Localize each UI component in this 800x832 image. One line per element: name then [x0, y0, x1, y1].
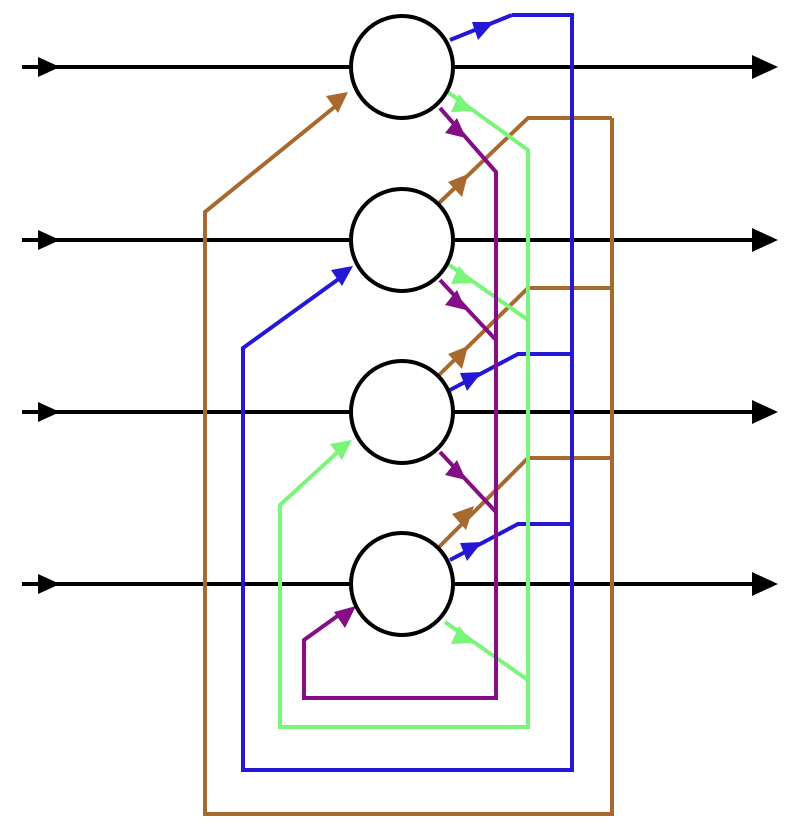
purple-arrowheads: [334, 118, 466, 628]
output-arrow-4: [752, 572, 778, 596]
blue-arrowheads: [331, 22, 494, 561]
blue-arrow-from-n4: [460, 542, 482, 561]
green-arrowheads: [330, 94, 473, 644]
purple-connections: [302, 106, 498, 700]
nodes: [349, 14, 455, 637]
brown-arrow-from-n4: [452, 506, 474, 530]
brown-arrow-into-n1: [326, 92, 348, 113]
brown-loop: [203, 103, 614, 816]
green-arrow-from-n4: [451, 626, 473, 644]
purple-arrow-from-n1: [445, 118, 466, 138]
purple-branch-2: [438, 278, 498, 342]
purple-arrow-from-n2: [445, 290, 466, 310]
node-1: [349, 14, 455, 120]
green-loop: [278, 88, 530, 729]
blue-arrow-into-n2: [331, 266, 353, 286]
input-arrow-1: [38, 57, 60, 77]
green-arrow-from-n2: [451, 266, 473, 284]
purple-loop: [302, 106, 498, 700]
node-3: [349, 359, 455, 465]
output-arrow-1: [752, 55, 778, 79]
input-arrow-4: [38, 574, 60, 594]
node-2: [349, 187, 455, 293]
purple-arrow-from-n3: [445, 460, 466, 480]
input-arrow-2: [38, 230, 60, 250]
brown-arrow-from-n3: [448, 346, 468, 369]
blue-arrow-from-n1: [472, 22, 494, 40]
io-lines: [22, 65, 760, 586]
brown-branch-2: [436, 116, 612, 206]
brown-branch-3: [436, 286, 612, 378]
io-arrowheads: [38, 55, 778, 596]
purple-branch-3: [438, 450, 498, 514]
purple-arrow-into-n4: [334, 606, 356, 628]
node-4: [349, 531, 455, 637]
blue-loop: [241, 13, 574, 772]
input-arrow-3: [38, 402, 60, 422]
output-arrow-2: [752, 228, 778, 252]
brown-branch-4: [436, 456, 612, 550]
blue-arrow-from-n3: [460, 372, 482, 391]
brown-arrow-from-n2: [448, 174, 468, 197]
output-arrow-3: [752, 400, 778, 424]
green-arrow-into-n3: [330, 440, 352, 460]
brown-arrowheads: [326, 92, 474, 530]
green-arrow-from-n1: [451, 94, 473, 112]
